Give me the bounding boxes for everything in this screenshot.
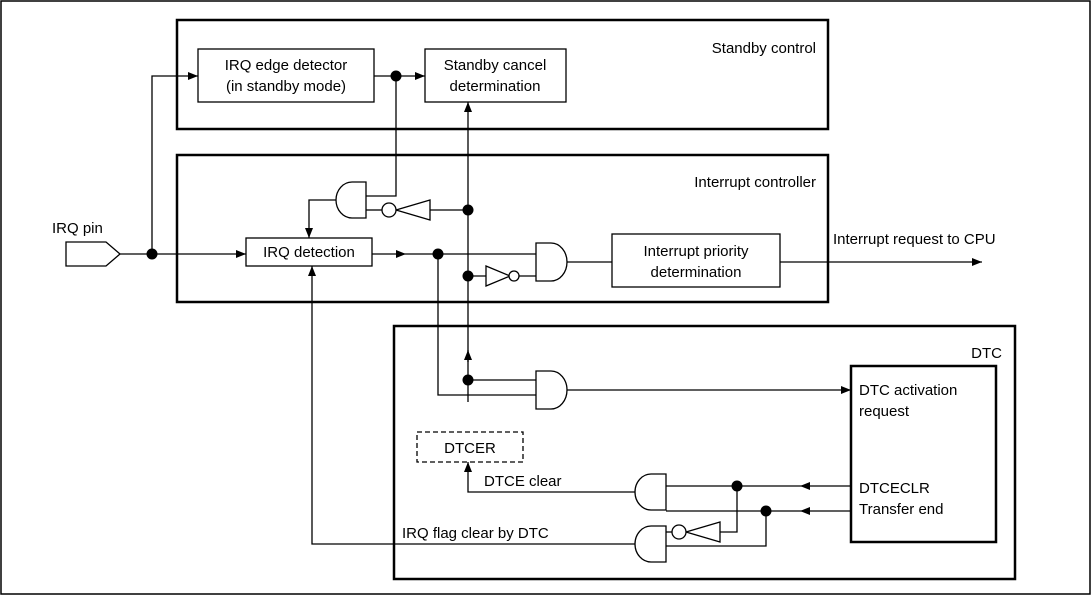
dtceclr-label: DTCECLR bbox=[859, 480, 930, 497]
inverter-1-bubble bbox=[381, 202, 397, 218]
irq-pin-label: IRQ pin bbox=[52, 220, 103, 237]
inverter-1 bbox=[393, 199, 431, 221]
dtce-clear-label: DTCE clear bbox=[484, 473, 562, 490]
irq-edge-detector-label-2: (in standby mode) bbox=[226, 78, 346, 95]
interrupt-controller-title: Interrupt controller bbox=[694, 174, 816, 191]
interrupt-priority-label-1: Interrupt priority bbox=[643, 243, 749, 260]
inverter-3 bbox=[683, 521, 721, 543]
inverter-2 bbox=[485, 265, 512, 287]
transfer-end-label: Transfer end bbox=[859, 501, 944, 518]
dtc-unit-box bbox=[849, 364, 998, 544]
inverter-2-bubble bbox=[508, 270, 520, 282]
dtc-title: DTC bbox=[971, 345, 1002, 362]
junction-dots bbox=[146, 70, 772, 517]
cpu-request-label: Interrupt request to CPU bbox=[833, 231, 996, 248]
irq-detection-label: IRQ detection bbox=[263, 244, 355, 261]
dtc-activation-label-1: DTC activation bbox=[859, 382, 957, 399]
irq-edge-detector-label-1: IRQ edge detector bbox=[225, 57, 348, 74]
dtcer-label: DTCER bbox=[444, 440, 496, 457]
dtc-block bbox=[392, 324, 1017, 581]
interrupt-controller-block bbox=[175, 153, 830, 304]
dtcer-register-box bbox=[416, 431, 524, 463]
and-gate-2 bbox=[535, 242, 568, 282]
inverter-3-bubble bbox=[671, 524, 687, 540]
standby-control-block bbox=[175, 18, 830, 131]
dtc-activation-label-2: request bbox=[859, 403, 910, 420]
and-gate-1 bbox=[335, 181, 367, 219]
and-gate-dtc bbox=[535, 370, 568, 410]
irq-flag-clear-label: IRQ flag clear by DTC bbox=[402, 525, 549, 542]
irq-pin-symbol bbox=[65, 241, 121, 267]
standby-cancel-label-1: Standby cancel bbox=[444, 57, 547, 74]
irq-edge-detector-box bbox=[197, 48, 375, 103]
interrupt-priority-box bbox=[611, 233, 781, 288]
wiring bbox=[120, 72, 982, 547]
standby-control-title: Standby control bbox=[712, 40, 816, 57]
and-gate-4 bbox=[634, 525, 667, 563]
and-gate-3 bbox=[634, 473, 667, 511]
standby-cancel-label-2: determination bbox=[450, 78, 541, 95]
interrupt-priority-label-2: determination bbox=[651, 264, 742, 281]
